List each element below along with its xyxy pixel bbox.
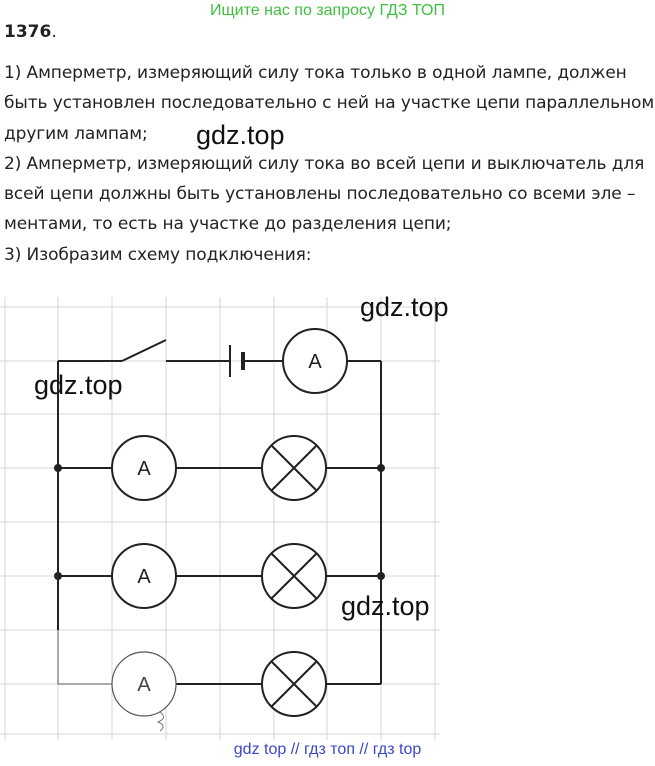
footer-watermark: gdz top // гдз топ // гдз top [233, 741, 422, 758]
lamp-2 [261, 543, 327, 609]
search-banner: Ищите нас по запросу ГДЗ ТОП [210, 2, 445, 19]
text-line: быть установлен последовательно с ней на… [4, 93, 655, 114]
battery-icon [229, 345, 245, 377]
grid [0, 297, 440, 740]
watermark: gdz.top [360, 292, 449, 322]
svg-text:A: A [137, 458, 151, 480]
svg-text:A: A [308, 351, 322, 373]
text-line: 1) Амперметр, измеряющий силу тока тольк… [4, 63, 627, 83]
junction-dots [54, 464, 385, 580]
ammeter-1: A [111, 435, 177, 501]
watermark: gdz.top [196, 120, 285, 150]
task-number: 1376. [4, 22, 57, 42]
ammeter-2: A [111, 543, 177, 609]
text-line: ментами, то есть на участке до разделени… [4, 214, 452, 235]
ammeter-3: A [111, 651, 177, 717]
text-line: другим лампам; [4, 123, 148, 144]
text-line: 2) Амперметр, измеряющий силу тока во вс… [4, 153, 645, 174]
lamp-3 [261, 651, 327, 717]
lamp-1 [261, 435, 327, 501]
text-line: всей цепи должны быть установлены послед… [4, 184, 636, 205]
watermark: gdz.top [341, 591, 430, 621]
ammeter-main: A [282, 328, 348, 394]
wires [57, 339, 382, 685]
sketch-mark [156, 711, 164, 732]
solution-text: 1) Амперметр, измеряющий силу тока тольк… [4, 58, 654, 270]
sketch-wire [57, 630, 112, 685]
svg-text:A: A [137, 674, 151, 696]
svg-text:A: A [137, 566, 151, 588]
watermark: gdz.top [34, 370, 123, 400]
text-line: 3) Изобразим схему подключения: [4, 244, 312, 265]
